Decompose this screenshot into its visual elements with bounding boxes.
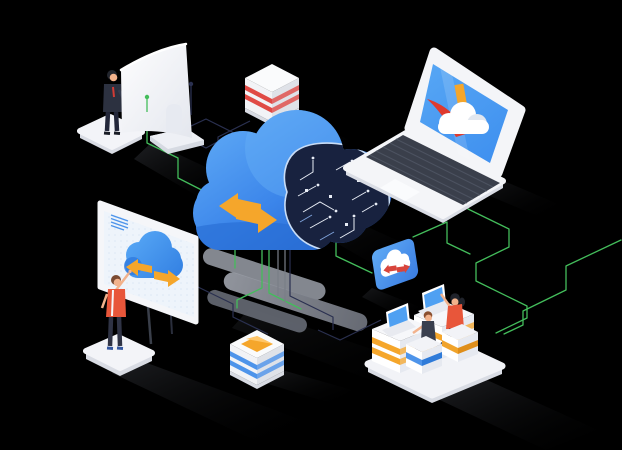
presenter-raised-arm — [115, 272, 130, 291]
presenter-vest-strap — [111, 289, 114, 317]
green-connectors — [146, 107, 622, 335]
operator2-face — [451, 298, 459, 306]
presenter-shadow — [112, 356, 302, 441]
server-red-stripe — [245, 94, 272, 113]
presenter-face — [113, 278, 122, 287]
board-presenter — [100, 269, 132, 350]
green-connector-laptop-desks — [467, 208, 528, 334]
server-red-stripes — [245, 85, 299, 113]
board-leg-front — [146, 305, 153, 345]
presenter-shirt — [106, 289, 126, 317]
server-blue-stripe — [230, 351, 257, 370]
display-top-edge-highlight — [119, 42, 188, 72]
presenter-arm-down — [100, 293, 109, 309]
board-group — [83, 200, 199, 376]
laptop-keyboard — [366, 135, 500, 205]
businessman-tie — [112, 86, 115, 98]
presenter-platform — [77, 114, 145, 150]
server-blue-base — [230, 371, 284, 389]
operator1-face — [425, 314, 432, 322]
navy-connector-desks — [317, 319, 382, 341]
server-blue-stripes — [230, 351, 284, 379]
operator2-raised-arm — [439, 293, 453, 309]
businessman-leg-right — [113, 111, 120, 132]
seat1-stripe — [406, 352, 422, 366]
server-blue-stripe — [257, 360, 284, 379]
presenter-hand — [128, 269, 132, 274]
platform-bar-1 — [202, 248, 326, 300]
monitor-group — [77, 42, 204, 154]
green-connector-tile — [335, 239, 373, 274]
green-connector-right-edge — [503, 239, 622, 335]
seat2-stripe-side — [458, 340, 478, 354]
presenter-shoe-left — [106, 346, 114, 350]
presenter-shoe-right — [116, 346, 124, 350]
businessman-face — [109, 73, 118, 82]
navy-connector-cloud-drop — [289, 250, 334, 330]
workstations-group — [364, 284, 506, 403]
operator1-arm — [412, 324, 424, 335]
seat1-top — [406, 336, 442, 352]
seat1-stripe-side — [422, 352, 442, 366]
businessman-shoe-left — [103, 131, 111, 135]
cloud-arrow-right — [236, 207, 277, 233]
green-connector-cloud-drop-1 — [236, 239, 263, 309]
presenter-leg-left — [107, 316, 114, 347]
presenter-leg-right — [116, 316, 123, 347]
seat2-stripe — [442, 340, 458, 354]
operator2-top — [446, 304, 464, 329]
server-blue-stripe — [257, 351, 284, 370]
circuit-traces — [297, 160, 375, 241]
server-blue-group — [230, 330, 284, 389]
green-pin-dot — [144, 94, 150, 100]
screen-cloud-icon — [438, 102, 489, 134]
board-arrow-left — [126, 259, 152, 276]
board-hatch-block — [110, 214, 129, 231]
server-red-stripe — [272, 94, 299, 113]
seat-2 — [442, 324, 478, 362]
board-presenter-platform — [83, 334, 155, 371]
server-red-top — [245, 64, 299, 92]
laptop-trackpad — [380, 179, 420, 201]
platform-bar-3 — [207, 289, 307, 333]
server-blue-open-top-light — [246, 336, 273, 344]
businessman-leg-left — [104, 111, 111, 132]
laptop-base-edge — [346, 168, 503, 223]
green-connector-cloud-drop-2 — [268, 239, 302, 310]
circuit-nodes — [305, 156, 378, 226]
laptop1-base — [382, 320, 416, 337]
server-blue-stripe — [230, 360, 257, 379]
businessman-suit — [103, 84, 122, 112]
display-stand-arch — [166, 104, 182, 133]
seat-1 — [406, 336, 442, 374]
laptop-group — [343, 47, 526, 223]
server-red-stripe — [245, 85, 272, 104]
businessman-shoe-right — [113, 131, 121, 135]
navy-connector-board — [197, 286, 269, 335]
tile-transfer-arrows-icon — [383, 264, 410, 274]
board-cloud-icon — [124, 231, 183, 287]
desks-shadow — [440, 376, 598, 450]
seat2-top — [442, 324, 478, 340]
navy-pin-dot — [188, 81, 194, 87]
server-red-stripe — [272, 85, 299, 104]
board-arrow-right — [154, 270, 180, 287]
laptop-key-rows — [369, 138, 494, 204]
tile-group — [371, 238, 419, 290]
green-connector-tile-right — [412, 221, 471, 255]
